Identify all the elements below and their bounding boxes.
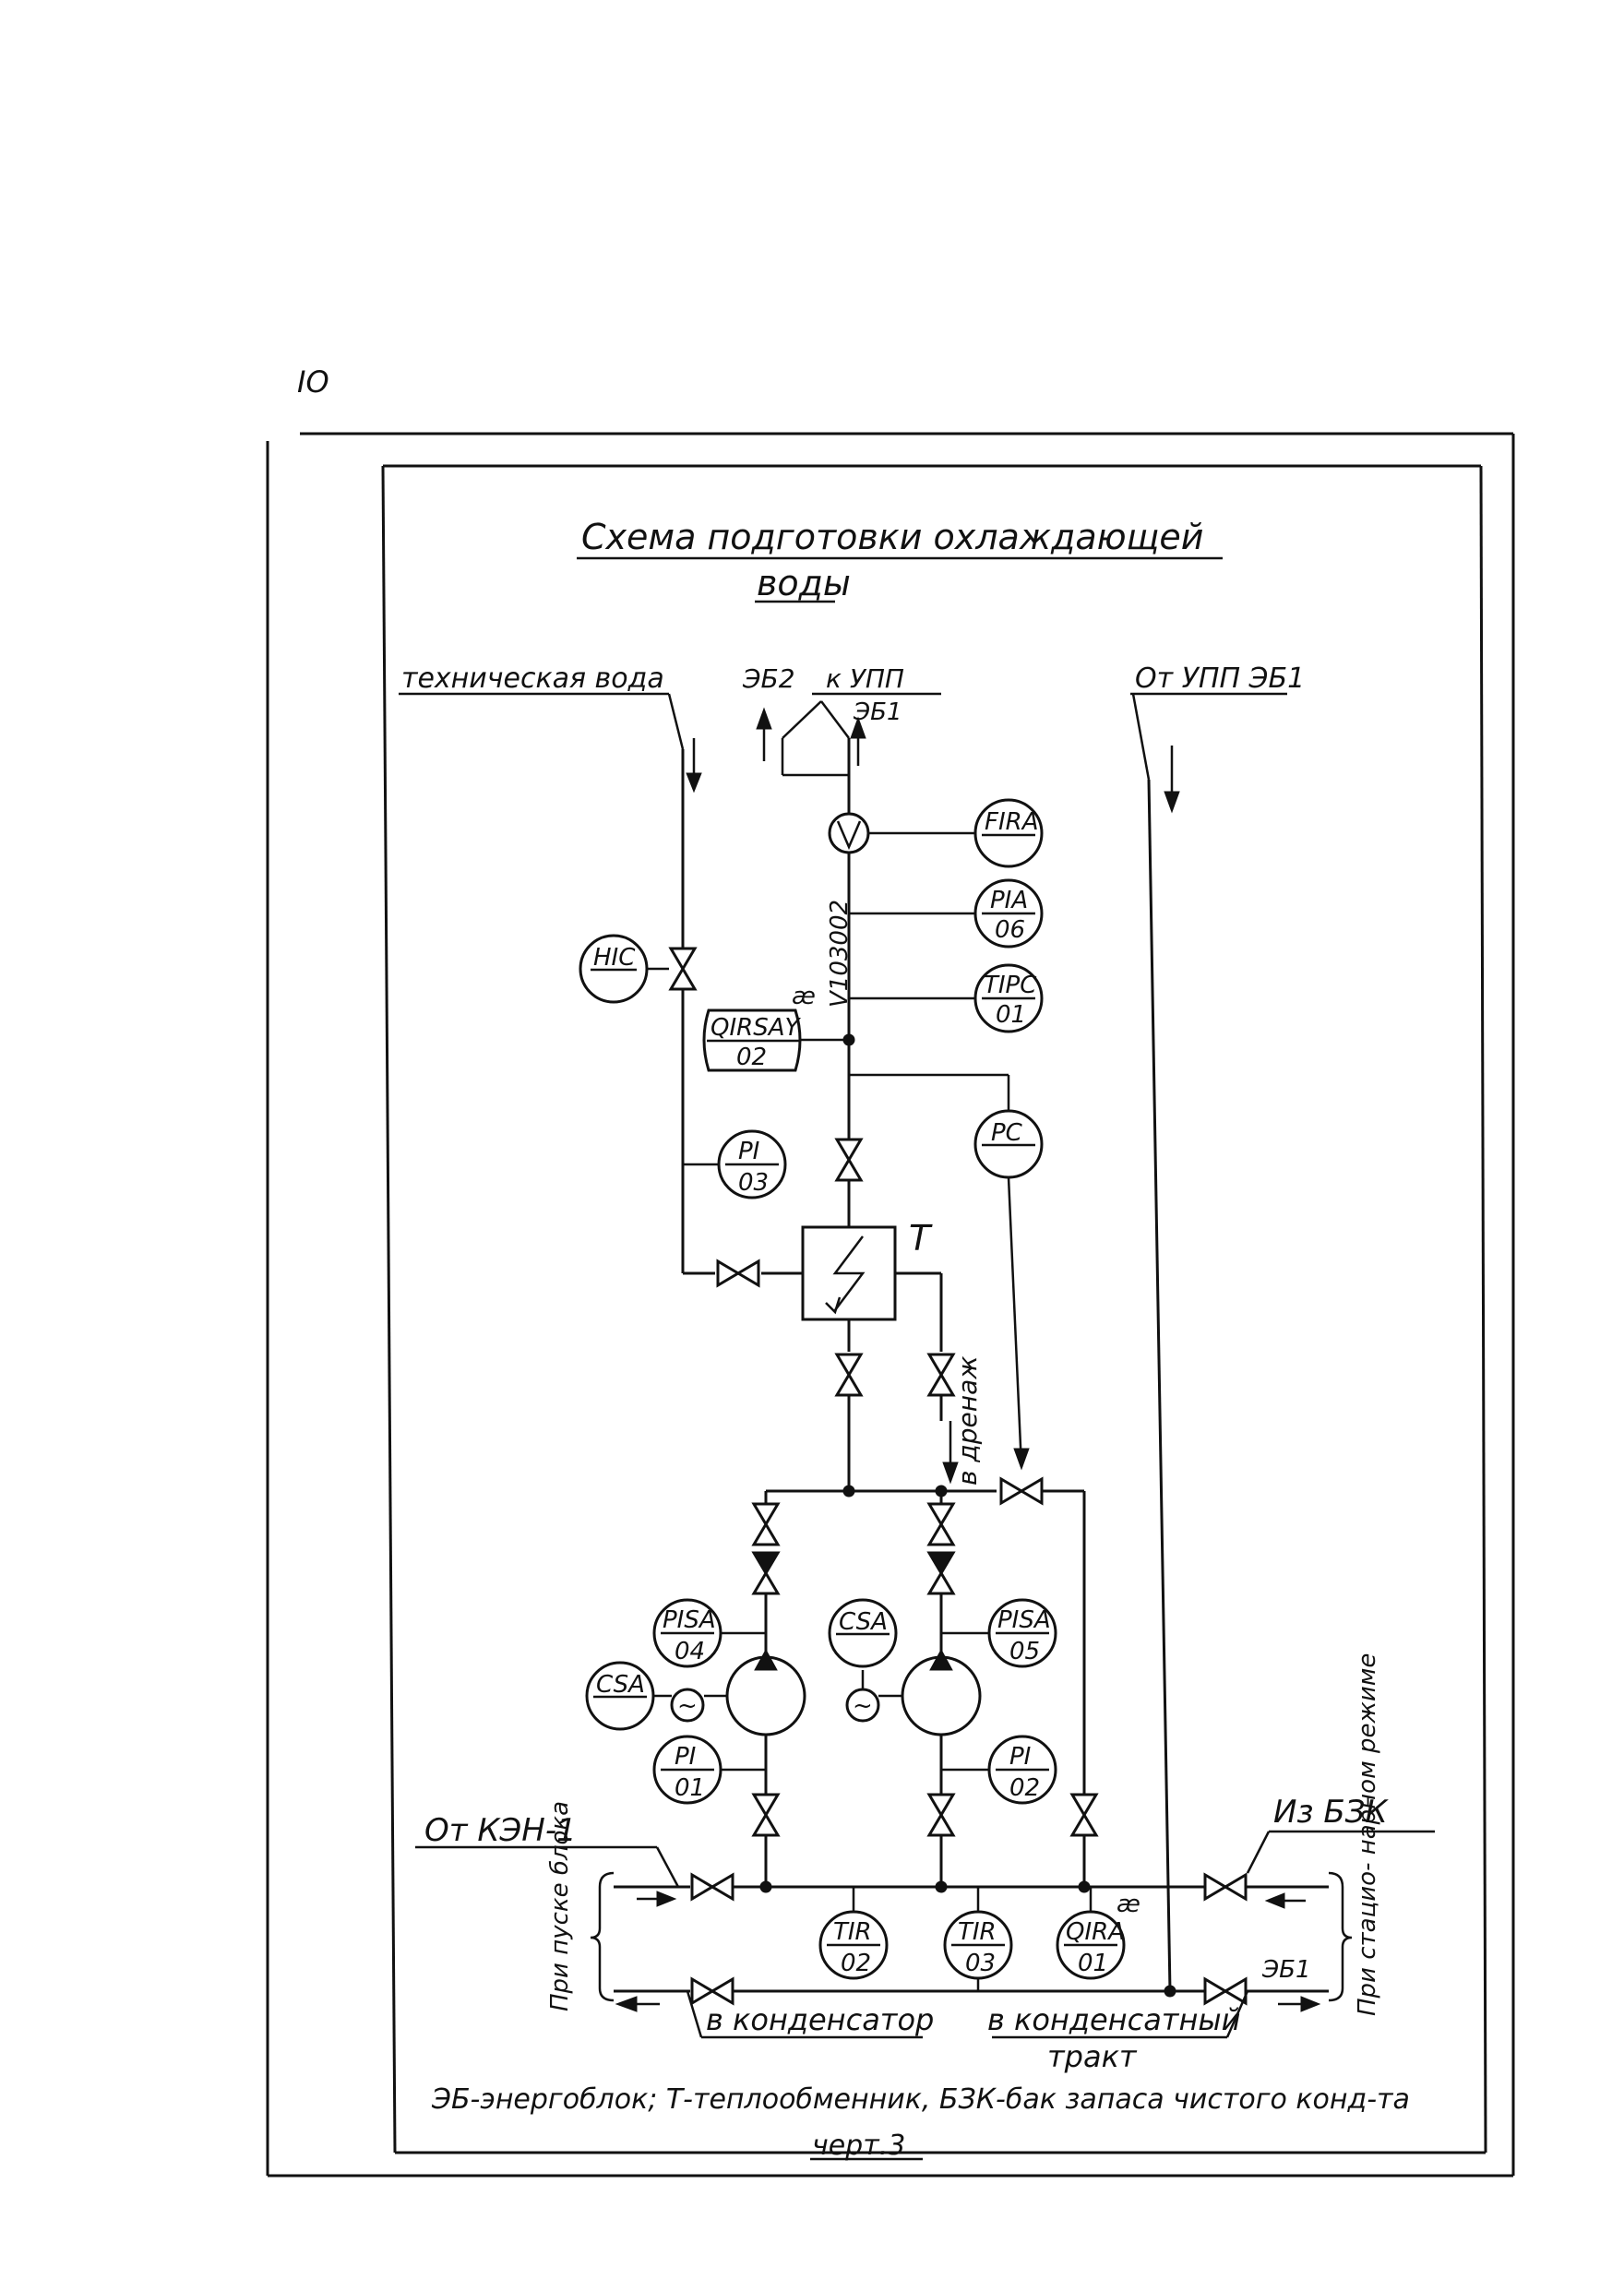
steady-state-note: При стацио- нарном режиме — [1354, 1653, 1381, 2016]
to-tract-label-2: тракт — [1047, 2039, 1138, 2074]
tir03-num: 03 — [965, 1950, 996, 1977]
qira01-instrument: QIRA 01 — [1056, 1910, 1126, 1980]
pi03-num: 03 — [738, 1169, 769, 1197]
pi02-instrument: PI 02 — [987, 1735, 1057, 1805]
from-ken-label: От КЭН-1 — [424, 1812, 577, 1849]
tech-water-label: техническая вода — [401, 662, 664, 695]
loop-number: V103002 — [826, 900, 854, 1008]
k-upp-label: к УПП — [826, 663, 904, 694]
inner-frame — [381, 464, 1487, 2154]
hic-tag: HIC — [593, 944, 636, 972]
legend-text: ЭБ-энергоблок; Т-теплообменник, БЗК-бак … — [431, 2083, 1410, 2116]
startup-note: При пуске блока — [546, 1801, 574, 2011]
svg-text:~: ~ — [677, 1692, 698, 1720]
figure-caption: черт.3 — [812, 2130, 905, 2162]
diagram-title-line2: воды — [757, 563, 851, 603]
eb1-bottom-label: ЭБ1 — [1261, 1956, 1311, 1984]
from-upp-label: От УПП ЭБ1 — [1135, 662, 1305, 695]
flow-meter — [828, 812, 870, 854]
fira-instrument: FIRA — [973, 798, 1044, 868]
tipc01-instrument: TIPC 01 — [973, 963, 1044, 1033]
to-condenser-label: в конденсатор — [706, 2002, 934, 2037]
tir02-num: 02 — [841, 1950, 871, 1977]
ae-top: æ — [792, 983, 816, 1010]
left-brace — [590, 1871, 615, 2002]
csa-left-tag: CSA — [596, 1671, 645, 1699]
pia06-tag: PIA — [990, 887, 1028, 914]
exchanger-label: Т — [909, 1218, 933, 1259]
motor-left: ~ — [670, 1688, 705, 1723]
csa-right-tag: CSA — [839, 1608, 888, 1636]
ae-bottom: æ — [1116, 1891, 1140, 1918]
pump-left — [725, 1648, 806, 1736]
pisa05-tag: PISA — [997, 1606, 1051, 1634]
tipc01-tag: TIPC — [984, 972, 1037, 999]
from-upp-line: От УПП ЭБ1 — [1130, 662, 1305, 1992]
eb1-top-label: ЭБ1 — [853, 698, 902, 726]
fira-tag: FIRA — [985, 808, 1038, 836]
pump-right — [901, 1648, 982, 1736]
tir02-tag: TIR — [833, 1918, 872, 1946]
tech-water-line: техническая вода — [399, 662, 803, 1287]
qirsay-tag: QIRSAY — [710, 1014, 801, 1042]
pi01-instrument: PI 01 — [652, 1735, 722, 1805]
diagram-title: Схема подготовки охлаждающей — [581, 517, 1203, 557]
right-brace — [1328, 1871, 1353, 2002]
outer-frame — [266, 432, 1515, 2178]
to-tract-label: в конденсатный — [987, 2002, 1240, 2037]
pia06-num: 06 — [995, 916, 1025, 944]
tir03-tag: TIR — [958, 1918, 997, 1946]
qirsay-instrument: QIRSAY 02 — [702, 1008, 801, 1072]
pisa04-tag: PISA — [663, 1606, 716, 1634]
pc-instrument: PC — [973, 1109, 1044, 1179]
pisa05-num: 05 — [1009, 1638, 1040, 1665]
suction-header: От КЭН-1 æ Из БЗК — [415, 1794, 1435, 1918]
pi01-num: 01 — [675, 1774, 705, 1802]
pi01-tag: PI — [675, 1743, 696, 1771]
tipc01-num: 01 — [996, 1001, 1026, 1029]
pisa05-instrument: PISA 05 — [987, 1598, 1057, 1668]
eb2-label: ЭБ2 — [742, 663, 795, 694]
csa-right-instrument: CSA — [828, 1598, 898, 1668]
heat-exchanger: Т — [801, 1218, 933, 1321]
pi03-instrument: PI 03 — [717, 1129, 787, 1199]
csa-left-instrument: CSA — [585, 1661, 655, 1731]
pi02-num: 02 — [1009, 1774, 1040, 1802]
qirsay-num: 02 — [736, 1044, 767, 1071]
pc-tag: PC — [991, 1119, 1023, 1147]
page-number: IO — [297, 364, 329, 400]
pi02-tag: PI — [1009, 1743, 1031, 1771]
upp-outlet: ЭБ2 к УПП ЭБ1 — [742, 663, 941, 777]
tir03-instrument: TIR 03 — [943, 1910, 1013, 1980]
motor-right: ~ — [845, 1688, 880, 1723]
pisa04-instrument: PISA 04 — [652, 1598, 722, 1668]
hic-instrument: HIC — [579, 934, 649, 1004]
qira01-num: 01 — [1078, 1950, 1108, 1977]
from-bzk-label: Из БЗК — [1273, 1794, 1389, 1831]
pi03-tag: PI — [738, 1138, 759, 1165]
tir02-instrument: TIR 02 — [818, 1910, 889, 1980]
drain-label: в дренаж — [952, 1356, 983, 1486]
pia06-instrument: PIA 06 — [973, 878, 1044, 949]
svg-text:~: ~ — [853, 1692, 873, 1720]
qira01-tag: QIRA — [1066, 1918, 1125, 1946]
pisa04-num: 04 — [675, 1638, 705, 1665]
return-header: ЭБ1 в конденсатор в конденсатный тракт — [614, 1956, 1329, 2074]
